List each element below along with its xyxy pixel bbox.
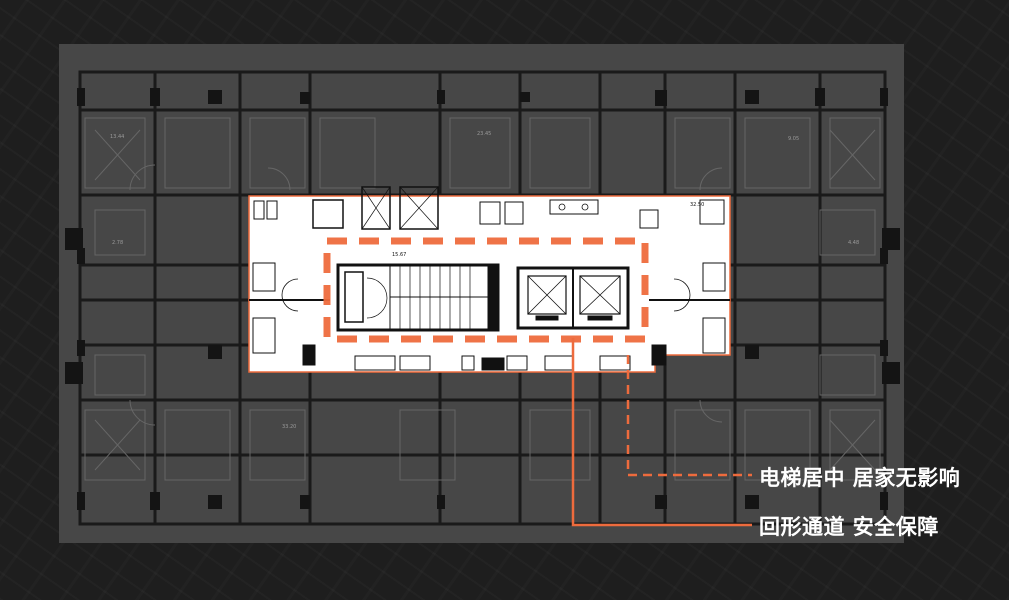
room-area-a: 13.44 <box>110 134 124 140</box>
core-interior <box>249 186 730 371</box>
plan-columns <box>65 88 900 510</box>
room-area-b: 9.05 <box>788 136 799 142</box>
plan-room-labels: 13.44 9.05 33.20 23.45 2.78 4.48 <box>110 131 859 430</box>
leader-line-loop <box>571 338 752 527</box>
right-room-label: 32.50 <box>690 202 704 208</box>
room-area-f: 4.48 <box>848 240 859 246</box>
room-area-c: 33.20 <box>282 424 296 430</box>
callout-loop-corridor: 回形通道 安全保障 <box>759 515 939 539</box>
stair-area-label: 15.67 <box>392 252 406 258</box>
leader-line-elevator <box>626 355 752 477</box>
callout-elevator-centered: 电梯居中 居家无影响 <box>759 466 961 490</box>
plan-thin-lines <box>84 117 881 481</box>
core-labels: 15.67 32.50 <box>392 202 704 258</box>
room-area-d: 23.45 <box>477 131 491 137</box>
room-area-e: 2.78 <box>112 240 123 246</box>
loop-corridor-dashed <box>323 237 649 343</box>
